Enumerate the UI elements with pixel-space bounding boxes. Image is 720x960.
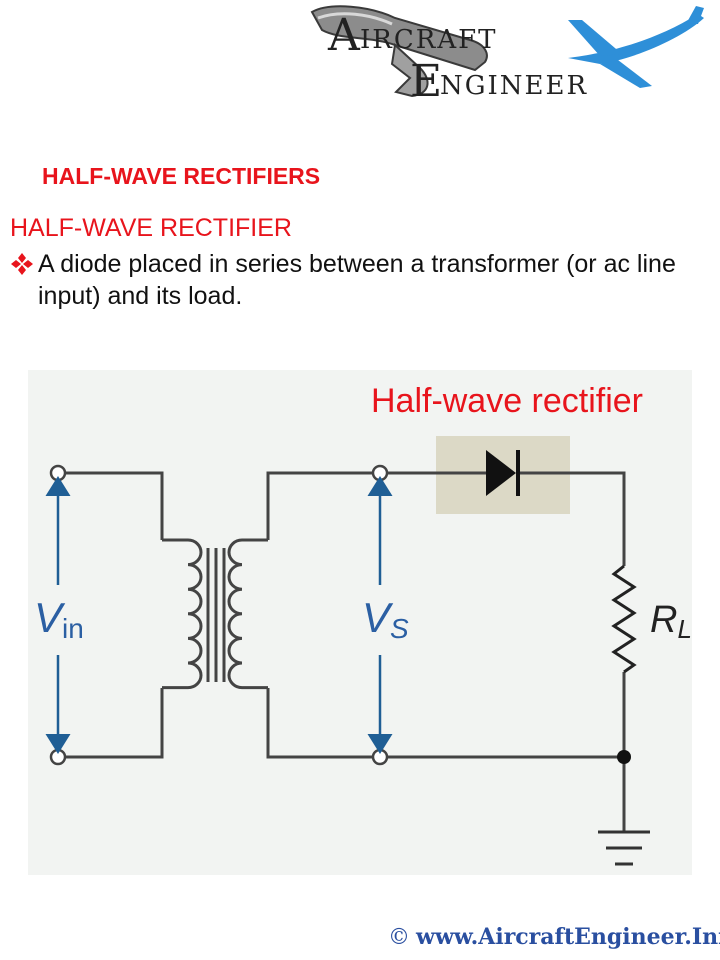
input-terminal-top [49, 464, 67, 482]
logo-line2: NGINEER [440, 71, 588, 100]
half-wave-rectifier-diagram: Half-wave rectifier [28, 370, 692, 875]
diamond-bullet-icon [11, 253, 33, 275]
diode [486, 450, 520, 496]
section-heading: HALF-WAVE RECTIFIER [10, 214, 292, 242]
circuit-wires [64, 471, 626, 832]
footer-website: ©www.AircraftEngineer.Info [388, 924, 720, 950]
ground-symbol [598, 830, 650, 866]
voltage-arrows [45, 476, 393, 754]
logo-line1: IRCRAFT [360, 25, 497, 55]
svg-text:E: E [410, 56, 442, 100]
diagram-caption: Half-wave rectifier [371, 382, 643, 420]
website-url[interactable]: www.AircraftEngineer.Info [416, 924, 720, 950]
bullet-text: A diode placed in series between a trans… [38, 250, 676, 310]
junction-node [617, 750, 631, 764]
input-terminal-bottom [49, 748, 67, 766]
vin-label: Vin [34, 594, 84, 644]
aircraft-engineer-logo: A IRCRAFT E NGINEER [310, 5, 704, 100]
page-title: HALF-WAVE RECTIFIERS [42, 163, 321, 189]
rl-label: RL [650, 599, 692, 644]
secondary-terminal-bottom [371, 748, 389, 766]
vs-label: VS [362, 594, 409, 644]
secondary-terminal-top [371, 464, 389, 482]
airplane-icon [568, 6, 704, 88]
copyright-symbol: © [388, 925, 410, 950]
load-resistor [611, 564, 637, 674]
transformer [162, 538, 268, 690]
diagram-background [28, 370, 692, 875]
svg-text:A: A [327, 10, 361, 61]
wrench-icon [310, 5, 488, 98]
